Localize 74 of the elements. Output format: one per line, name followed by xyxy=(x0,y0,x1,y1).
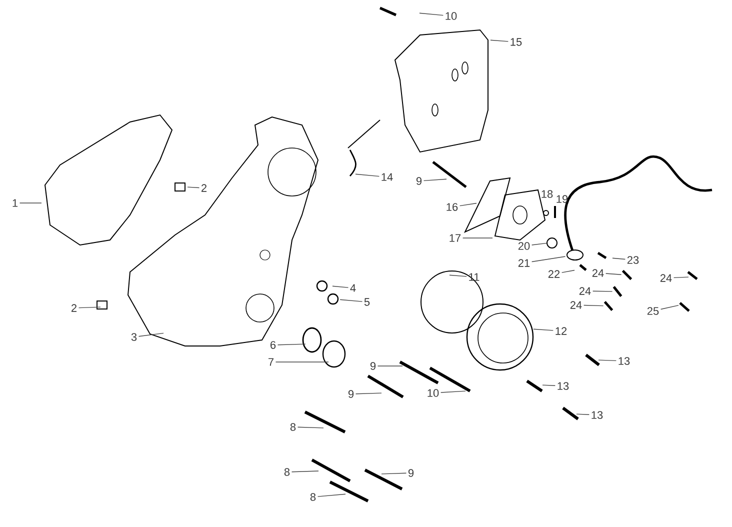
callout-number: 24 xyxy=(570,301,582,309)
leader-line xyxy=(78,306,101,308)
leader-line xyxy=(490,40,509,42)
leader-line xyxy=(592,290,613,292)
callout-number: 2 xyxy=(72,304,77,312)
callout-number: 9 xyxy=(370,362,376,370)
leader-line xyxy=(381,472,407,474)
callout-number: 24 xyxy=(579,287,591,295)
leader-line xyxy=(355,174,380,177)
callout-number: 11 xyxy=(469,273,480,281)
leader-line xyxy=(440,390,466,393)
callout-number: 18 xyxy=(542,190,553,198)
callout-number: 12 xyxy=(556,327,567,335)
bolt xyxy=(612,286,622,297)
callout-number: 13 xyxy=(558,382,569,390)
leader-line xyxy=(576,414,590,415)
callout-number: 9 xyxy=(408,469,414,477)
callout-number: 10 xyxy=(446,12,457,20)
callout-number: 9 xyxy=(348,390,354,398)
callout-number: 2 xyxy=(202,184,207,192)
leader-line xyxy=(605,273,622,275)
leader-line xyxy=(423,178,447,182)
callout-number: 1 xyxy=(12,199,18,207)
leader-line xyxy=(459,202,477,206)
leader-line xyxy=(277,344,306,346)
leader-line xyxy=(187,186,200,188)
leader-line xyxy=(531,256,566,262)
leader-line xyxy=(533,328,554,331)
callout-number: 24 xyxy=(660,274,672,282)
callout-number: 25 xyxy=(647,307,659,315)
leader-line xyxy=(531,242,547,246)
callout-number: 19 xyxy=(556,195,568,203)
ring xyxy=(327,293,339,305)
leader-line xyxy=(291,470,319,472)
callout-number: 17 xyxy=(450,234,461,242)
leader-line xyxy=(660,304,679,310)
callout-number: 14 xyxy=(382,173,393,181)
leader-line xyxy=(19,202,42,204)
callout-number: 24 xyxy=(592,269,604,277)
leader-line xyxy=(355,392,382,394)
bolt xyxy=(604,300,614,312)
callout-number: 5 xyxy=(364,298,370,306)
callout-number: 8 xyxy=(290,423,296,431)
leader-line xyxy=(317,494,346,497)
bolt xyxy=(622,270,632,280)
leader-line xyxy=(561,270,575,273)
callout-number: 7 xyxy=(268,358,274,366)
hose-end xyxy=(566,250,584,260)
leader-line xyxy=(419,12,444,16)
callout-number: 8 xyxy=(310,493,316,501)
callout-number: 23 xyxy=(627,256,639,264)
leader-line xyxy=(449,274,467,277)
leader-line xyxy=(542,384,556,386)
leader-line xyxy=(138,332,164,337)
callout-number: 20 xyxy=(518,242,530,250)
callout-number: 3 xyxy=(131,333,137,341)
callout-number: 13 xyxy=(618,357,630,365)
leader-line xyxy=(583,304,604,306)
callout-number: 8 xyxy=(284,468,290,476)
leader-line xyxy=(340,299,363,302)
callout-number: 16 xyxy=(446,203,458,211)
callout-number: 9 xyxy=(416,177,422,185)
leader-line xyxy=(332,286,349,288)
leader-line xyxy=(673,276,689,278)
callout-number: 6 xyxy=(270,341,276,349)
leader-line xyxy=(598,360,617,362)
callout-number: 13 xyxy=(592,411,603,419)
callout-number: 15 xyxy=(510,38,522,46)
callout-number: 21 xyxy=(518,259,530,267)
leader-line xyxy=(612,258,626,260)
leader-line xyxy=(297,426,324,428)
callout-number: 4 xyxy=(350,284,356,292)
callout-number: 22 xyxy=(548,270,560,278)
callout-number: 10 xyxy=(428,389,439,397)
